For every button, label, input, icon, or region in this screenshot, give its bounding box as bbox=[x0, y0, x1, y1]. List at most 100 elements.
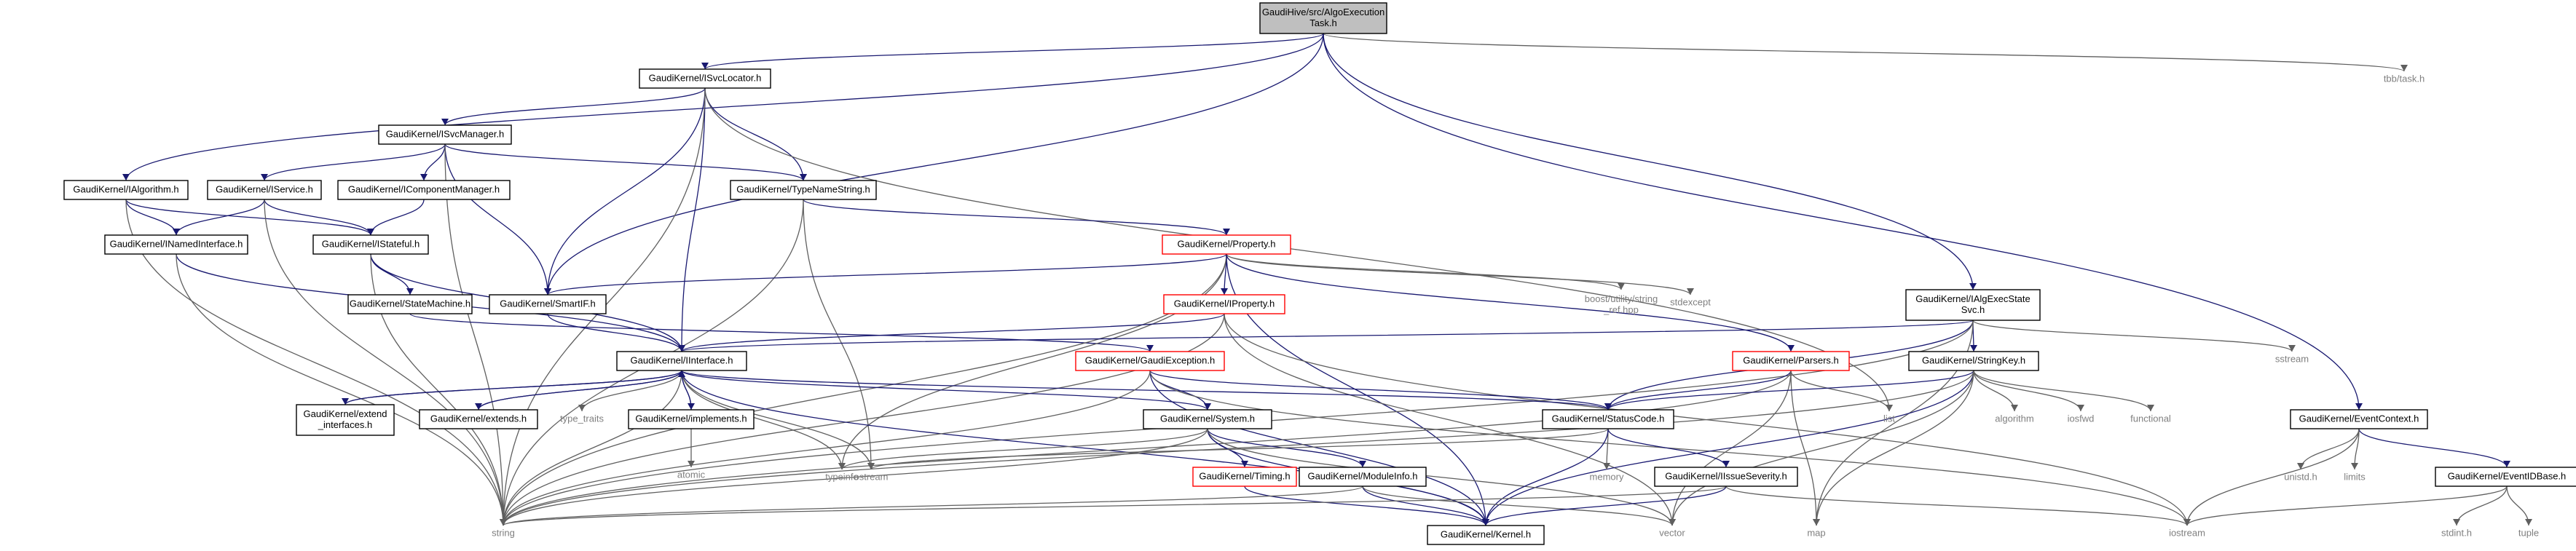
edge-eventcontext-to-iostream bbox=[2186, 428, 2360, 526]
node-isvclocator[interactable]: GaudiKernel/ISvcLocator.h bbox=[639, 68, 771, 89]
node-label-typenamestring-0: GaudiKernel/TypeNameString.h bbox=[736, 183, 870, 194]
edge-statemachine-to-gaudiexception bbox=[409, 313, 1151, 352]
node-box-inamedinterface bbox=[104, 234, 248, 255]
node-extendinterfaces[interactable]: GaudiKernel/extend_interfaces.h bbox=[296, 404, 395, 436]
node-iproperty[interactable]: GaudiKernel/IProperty.h bbox=[1163, 294, 1285, 314]
edge-root-to-isvclocator bbox=[704, 33, 1324, 70]
node-list: list bbox=[1883, 413, 1895, 424]
edge-root-to-eventcontext bbox=[1323, 33, 2360, 411]
edge-eventidbase-to-tuple bbox=[2506, 485, 2529, 526]
node-label-system-0: GaudiKernel/System.h bbox=[1160, 413, 1255, 424]
edge-system-to-vector bbox=[1207, 428, 1673, 526]
node-label-moduleinfo-0: GaudiKernel/ModuleInfo.h bbox=[1307, 470, 1417, 481]
node-label-statemachine-0: GaudiKernel/StateMachine.h bbox=[350, 298, 470, 309]
arrowhead-root-to-isvclocator bbox=[701, 63, 709, 69]
edge-gaudiexception-to-string bbox=[503, 370, 1151, 526]
node-label-functional-0: functional bbox=[2130, 413, 2171, 424]
arrowhead-system-to-timing bbox=[1241, 461, 1248, 467]
node-label-extendinterfaces-0: GaudiKernel/extend bbox=[304, 408, 387, 419]
node-box-typenamestring bbox=[730, 180, 877, 200]
node-label-implements-0: GaudiKernel/implements.h bbox=[635, 413, 747, 424]
node-vector: vector bbox=[1659, 527, 1685, 538]
node-label-ialgexecstatesvc-1: Svc.h bbox=[1961, 304, 1985, 315]
node-typenamestring[interactable]: GaudiKernel/TypeNameString.h bbox=[730, 180, 877, 200]
node-extends[interactable]: GaudiKernel/extends.h bbox=[419, 409, 538, 429]
edge-isvcmanager-to-icomponentmanager bbox=[423, 143, 446, 181]
arrowhead-ialgexecstatesvc-to-sstream bbox=[2288, 345, 2296, 352]
node-sstream: sstream bbox=[2275, 353, 2309, 364]
node-statemachine[interactable]: GaudiKernel/StateMachine.h bbox=[347, 294, 473, 314]
node-unistd: unistd.h bbox=[2284, 471, 2317, 482]
node-box-isvclocator bbox=[639, 68, 771, 89]
edge-statuscode-to-ostream bbox=[870, 428, 1609, 470]
node-label-iinterface-0: GaudiKernel/IInterface.h bbox=[631, 354, 733, 365]
arrowhead-property-to-smartif bbox=[544, 288, 551, 295]
node-iinterface[interactable]: GaudiKernel/IInterface.h bbox=[616, 351, 747, 371]
edge-iinterface-to-ostream bbox=[681, 370, 872, 470]
node-label-typetraits-0: type_traits bbox=[560, 413, 604, 424]
arrowhead-stringkey-to-map bbox=[1813, 519, 1820, 526]
edge-iinterface-to-statuscode bbox=[681, 370, 1609, 411]
node-istateful[interactable]: GaudiKernel/IStateful.h bbox=[312, 234, 429, 255]
edge-system-to-string bbox=[503, 428, 1208, 526]
node-inamedinterface[interactable]: GaudiKernel/INamedInterface.h bbox=[104, 234, 248, 255]
edge-extends-to-iinterface bbox=[478, 370, 682, 411]
edge-iproperty-to-vector bbox=[1224, 313, 1673, 526]
node-typeinfo: typeinfo bbox=[825, 471, 859, 482]
edge-ialgexecstatesvc-to-iinterface bbox=[681, 320, 1974, 352]
node-label-limits-0: limits bbox=[2344, 471, 2366, 482]
edge-isvclocator-to-typenamestring bbox=[704, 87, 804, 181]
node-label-extends-0: GaudiKernel/extends.h bbox=[430, 413, 527, 424]
edge-root-to-tbbtask bbox=[1323, 33, 2405, 72]
node-label-boostutility-1: _ref.hpp bbox=[1603, 304, 1639, 315]
node-eventidbase[interactable]: GaudiKernel/EventIDBase.h bbox=[2435, 467, 2576, 487]
edge-iissueseverity-to-iostream bbox=[1725, 485, 2188, 526]
node-statuscode[interactable]: GaudiKernel/StatusCode.h bbox=[1542, 409, 1674, 429]
edge-stringkey-to-iosfwd bbox=[1973, 370, 2081, 412]
node-timing[interactable]: GaudiKernel/Timing.h bbox=[1192, 467, 1297, 487]
node-eventcontext[interactable]: GaudiKernel/EventContext.h bbox=[2290, 409, 2428, 429]
edge-isvclocator-to-smartif bbox=[547, 87, 706, 296]
edge-parsers-to-list bbox=[1790, 370, 1890, 412]
node-tbbtask: tbb/task.h bbox=[2384, 73, 2425, 84]
edge-root-to-ialgorithm bbox=[125, 33, 1324, 181]
node-stringkey[interactable]: GaudiKernel/StringKey.h bbox=[1908, 351, 2039, 371]
edge-iservice-to-string bbox=[264, 199, 504, 526]
node-label-root-1: Task.h bbox=[1309, 17, 1337, 28]
node-kernel[interactable]: GaudiKernel/Kernel.h bbox=[1427, 525, 1545, 545]
edge-eventidbase-to-stdint bbox=[2456, 485, 2508, 526]
node-system[interactable]: GaudiKernel/System.h bbox=[1143, 409, 1272, 429]
node-parsers[interactable]: GaudiKernel/Parsers.h bbox=[1732, 351, 1850, 371]
edge-root-to-smartif bbox=[547, 33, 1324, 296]
node-implements[interactable]: GaudiKernel/implements.h bbox=[628, 409, 755, 429]
arrowhead-statuscode-to-ostream bbox=[867, 463, 875, 469]
arrowhead-iinterface-to-extends bbox=[475, 403, 482, 410]
arrowhead-moduleinfo-to-vector bbox=[1669, 519, 1676, 526]
edge-stringkey-to-statuscode bbox=[1607, 370, 1974, 411]
edge-stringkey-to-kernel bbox=[1485, 370, 1974, 526]
node-icomponentmanager[interactable]: GaudiKernel/IComponentManager.h bbox=[337, 180, 511, 200]
node-label-boostutility-0: boost/utility/string bbox=[1585, 293, 1658, 304]
node-atomic: atomic bbox=[677, 469, 706, 480]
node-moduleinfo[interactable]: GaudiKernel/ModuleInfo.h bbox=[1299, 467, 1427, 487]
node-box-smartif bbox=[489, 294, 607, 314]
node-label-icomponentmanager-0: GaudiKernel/IComponentManager.h bbox=[348, 183, 500, 194]
node-label-atomic-0: atomic bbox=[677, 469, 706, 480]
node-ialgorithm[interactable]: GaudiKernel/IAlgorithm.h bbox=[63, 180, 189, 200]
node-label-timing-0: GaudiKernel/Timing.h bbox=[1199, 470, 1290, 481]
node-iosfwd: iosfwd bbox=[2068, 413, 2095, 424]
node-isvcmanager[interactable]: GaudiKernel/ISvcManager.h bbox=[378, 124, 512, 145]
node-box-iissueseverity bbox=[1654, 467, 1798, 487]
node-box-parsers bbox=[1732, 351, 1850, 371]
node-box-extends bbox=[419, 409, 538, 429]
node-iissueseverity[interactable]: GaudiKernel/IIssueSeverity.h bbox=[1654, 467, 1798, 487]
node-property[interactable]: GaudiKernel/Property.h bbox=[1162, 234, 1291, 255]
node-gaudiexception[interactable]: GaudiKernel/GaudiException.h bbox=[1075, 351, 1225, 371]
node-label-iservice-0: GaudiKernel/IService.h bbox=[216, 183, 313, 194]
node-smartif[interactable]: GaudiKernel/SmartIF.h bbox=[489, 294, 607, 314]
arrowhead-property-to-stdexcept bbox=[1687, 288, 1694, 295]
node-iostream: iostream bbox=[2169, 527, 2205, 538]
node-iservice[interactable]: GaudiKernel/IService.h bbox=[207, 180, 322, 200]
